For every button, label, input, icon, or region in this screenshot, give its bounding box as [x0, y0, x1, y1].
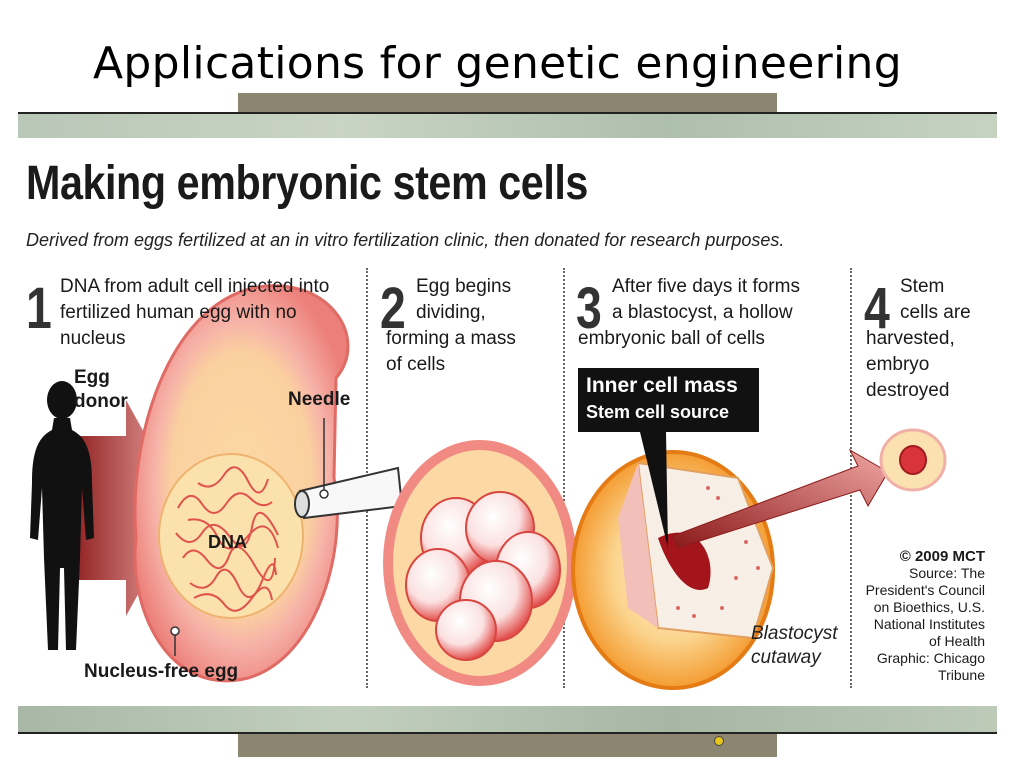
- step-text-2-cont: forming a mass of cells: [386, 328, 516, 375]
- step-text-4: Stem cells are: [900, 276, 971, 323]
- step-divider-2: [563, 268, 565, 688]
- step-number-3: 3: [576, 276, 602, 341]
- callout-subtitle: Stem cell source: [586, 402, 730, 422]
- dna-label: DNA: [208, 532, 247, 552]
- egg-leader-dot: [170, 626, 180, 636]
- donor-arrow: [68, 400, 186, 616]
- step-text-1: DNA from adult cell injected into fertil…: [60, 276, 330, 349]
- step-number-2: 2: [380, 276, 406, 341]
- copyright-text: © 2009 MCT: [899, 548, 985, 565]
- step-number-1: 1: [26, 276, 52, 341]
- needle-label: Needle: [288, 389, 351, 410]
- egg-donor-label: Egg donor: [74, 367, 128, 412]
- harvest-arrow: [672, 448, 889, 549]
- infographic-panel: Making embryonic stem cells Derived from…: [18, 138, 999, 706]
- stem-cell: [879, 428, 947, 492]
- background-band-bottom: [18, 706, 997, 734]
- diagram-artwork: [30, 284, 947, 690]
- callout-pointer: [640, 432, 668, 548]
- step-text-4-cont: harvested, embryo destroyed: [866, 328, 955, 401]
- callout-title: Inner cell mass: [586, 374, 738, 397]
- blastocyst-cutaway-label: Blastocyst cutaway: [751, 623, 838, 668]
- slide-title: Applications for genetic engineering: [93, 38, 902, 89]
- egg-donor-silhouette-icon: [30, 381, 94, 650]
- step-text-2: Egg begins dividing,: [416, 276, 512, 323]
- blastocyst-cutaway: [571, 450, 775, 690]
- graphic-subtitle: Derived from eggs fertilized at an in vi…: [26, 230, 785, 250]
- nucleus-free-egg: [133, 284, 350, 683]
- step-text-3: After five days it forms a blastocyst, a…: [612, 276, 800, 323]
- nucleus-free-egg-label: Nucleus-free egg: [84, 661, 239, 682]
- dividing-egg: [383, 440, 577, 686]
- graphic-title: Making embryonic stem cells: [26, 157, 588, 210]
- background-band-top: [18, 112, 997, 140]
- credits-block: © 2009 MCT Source: The President's Counc…: [865, 548, 985, 683]
- inner-cell-mass-callout: Inner cell mass Stem cell source: [578, 368, 759, 432]
- step-text-3-cont: embryonic ball of cells: [578, 328, 765, 349]
- yellow-dot: [714, 736, 724, 746]
- dna-strands: [175, 466, 279, 612]
- step-number-4: 4: [864, 276, 890, 341]
